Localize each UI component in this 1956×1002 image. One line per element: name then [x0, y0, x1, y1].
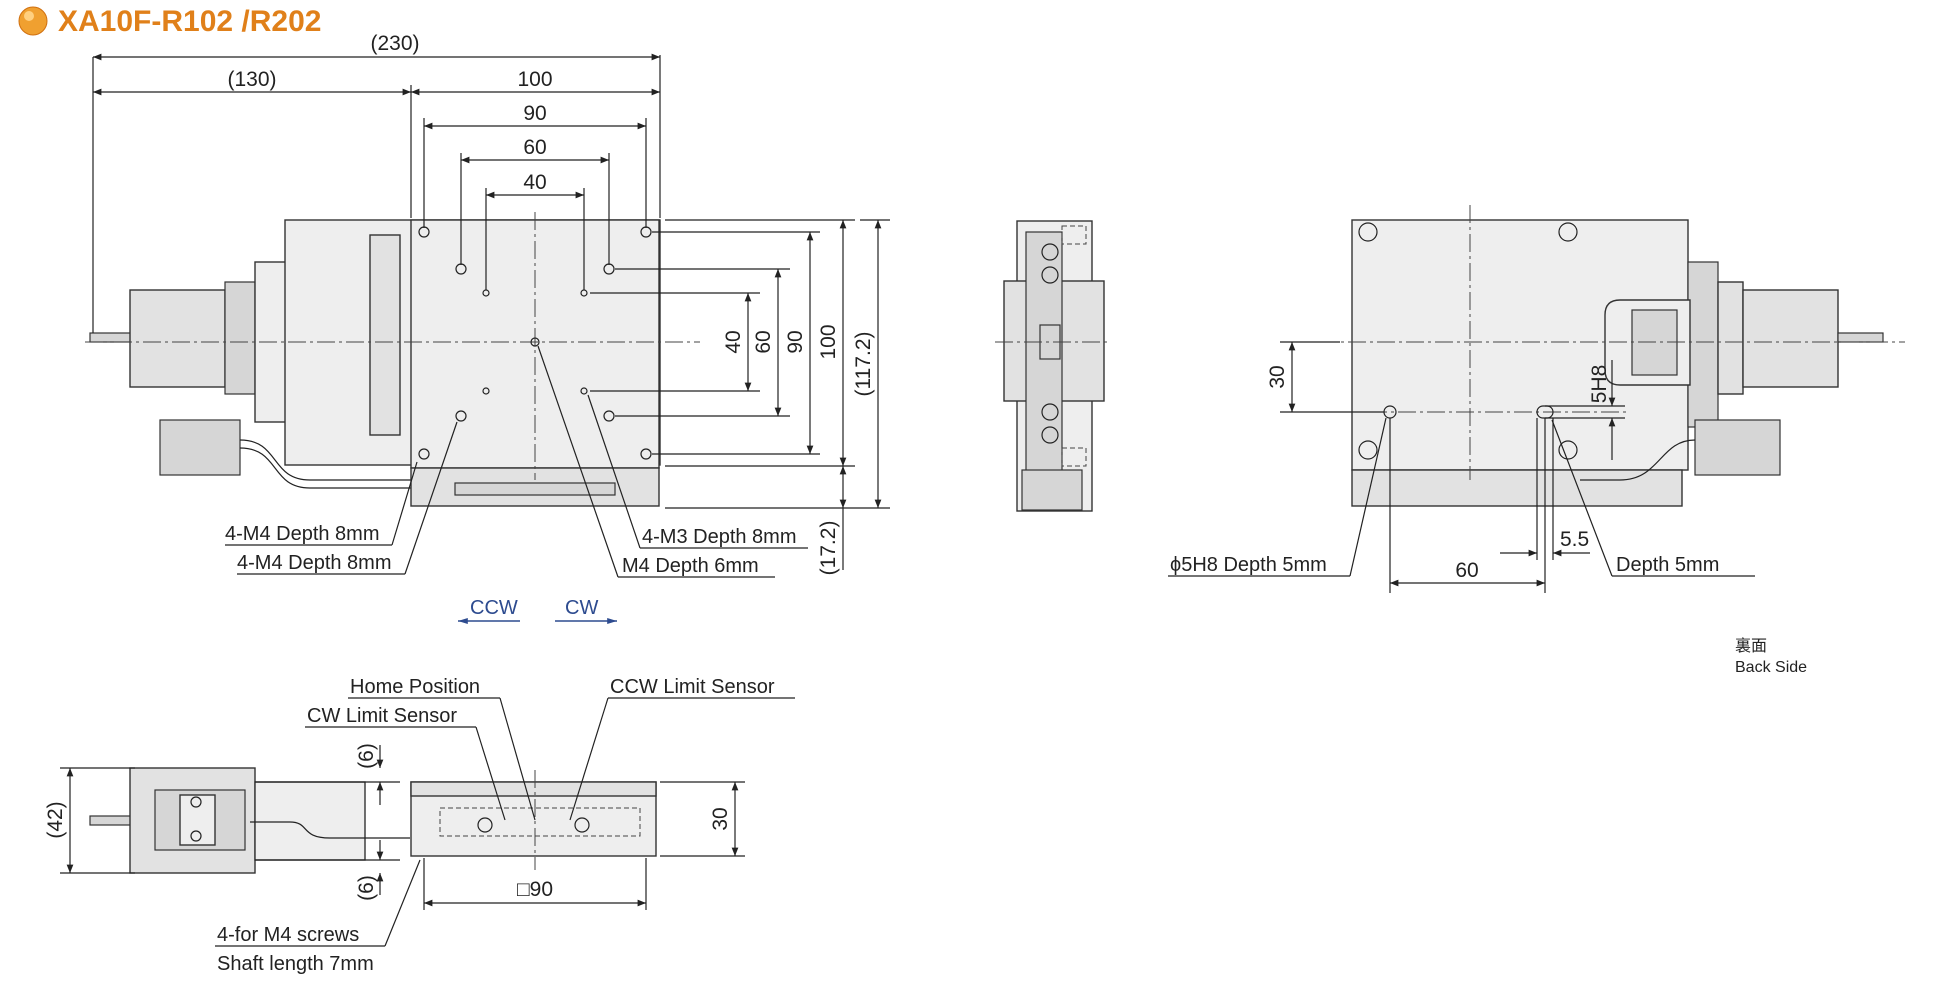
- top-horizontal-dimensions: (230) (130) 100 90 60 40: [92, 32, 661, 333]
- top-callouts: 4-M4 Depth 8mm 4-M4 Depth 8mm 4-M3 Depth…: [225, 345, 808, 578]
- side-view: [995, 220, 1110, 512]
- back-motor-flange: [1717, 281, 1744, 395]
- callout-screws: 4-for M4 screws: [217, 924, 359, 946]
- cable-edge: [239, 447, 420, 489]
- callout-depth5: Depth 5mm: [1616, 554, 1719, 576]
- center-hole: [530, 337, 540, 347]
- front-motor-shaft: [89, 815, 136, 826]
- back-callouts: ϕ5H8 Depth 5mm Depth 5mm: [1168, 417, 1755, 577]
- side-screw-icon: [1041, 243, 1059, 261]
- back-dim-30: 30: [1266, 365, 1289, 388]
- back-dim-5-5: 5.5: [1560, 528, 1589, 551]
- title-block: XA10F-R102 /R202: [18, 5, 321, 38]
- callout-cw-limit: CW Limit Sensor: [307, 705, 457, 727]
- front-dim-sq90: □90: [517, 878, 553, 901]
- dim-table-width: 100: [517, 68, 552, 91]
- back-cable-connector: [1694, 419, 1781, 476]
- motor-body: [129, 289, 226, 388]
- front-dim-6-top: (6): [355, 743, 378, 769]
- side-hidden-block: [1061, 225, 1087, 245]
- front-dimensions: (42) (6) (6) 30 □90: [44, 743, 745, 910]
- dim-hole-60: 60: [523, 136, 546, 159]
- front-table-top: [410, 781, 657, 797]
- front-screw-icon: [190, 830, 202, 842]
- page-title: XA10F-R102 /R202: [58, 5, 321, 38]
- dim-overall-length: (230): [370, 32, 419, 55]
- back-motor-bracket: [1687, 261, 1719, 428]
- side-screw-icon: [1041, 266, 1059, 284]
- dim-v60: 60: [752, 330, 775, 353]
- back-caption-jp: 裏面: [1735, 636, 1767, 655]
- callout-home-position: Home Position: [350, 676, 480, 698]
- back-motor-body: [1742, 289, 1839, 388]
- back-view: 30 5H8 5.5 60 ϕ5H8 Depth 5mm Depth 5mm 裏…: [1168, 205, 1905, 676]
- back-caption-en: Back Side: [1735, 659, 1807, 676]
- motor-shaft: [89, 332, 136, 343]
- front-coupling: [254, 781, 366, 861]
- callout-m4-depth-a: 4-M4 Depth 8mm: [225, 523, 380, 545]
- sensor-strip: [454, 482, 616, 496]
- back-dimensions: 30 5H8 5.5 60: [1266, 341, 1625, 593]
- back-cable: [1580, 439, 1696, 481]
- direction-ccw: CCW: [470, 597, 518, 619]
- callout-shaft-length: Shaft length 7mm: [217, 953, 374, 975]
- side-hidden-block: [1061, 447, 1087, 467]
- front-view: (42) (6) (6) 30 □90 Home Position CW: [44, 676, 795, 975]
- base-rail: [369, 234, 401, 436]
- callout-m4-depth6: M4 Depth 6mm: [622, 555, 759, 577]
- top-view: (230) (130) 100 90 60 40 40: [85, 32, 890, 624]
- orange-circle-bullet-icon: [18, 6, 48, 36]
- dim-v17: (17.2): [817, 521, 840, 576]
- callout-ccw-limit: CCW Limit Sensor: [610, 676, 775, 698]
- dim-motor-length: (130): [227, 68, 276, 91]
- back-dim-5h8: 5H8: [1588, 365, 1611, 404]
- side-connector: [1021, 469, 1083, 511]
- front-dim-6-bottom: (6): [355, 875, 378, 901]
- callout-m3-depth: 4-M3 Depth 8mm: [642, 526, 797, 548]
- rotation-directions: CCW CW: [458, 597, 617, 624]
- back-corner-circles: [1358, 222, 1578, 460]
- front-dim-30: 30: [709, 807, 732, 830]
- direction-cw: CW: [565, 597, 598, 619]
- front-motor-plate: [179, 794, 216, 846]
- top-vertical-dimensions: 40 60 90 100 (117.2) (17.2): [590, 219, 890, 576]
- front-callouts: Home Position CW Limit Sensor CCW Limit …: [215, 676, 795, 975]
- front-dim-42: (42): [44, 801, 67, 838]
- dim-hole-90: 90: [523, 102, 546, 125]
- side-screw-icon: [1041, 426, 1059, 444]
- back-dim-60: 60: [1455, 559, 1478, 582]
- side-screw-icon: [1041, 403, 1059, 421]
- dim-hole-40: 40: [523, 171, 546, 194]
- side-inner: [1025, 231, 1063, 499]
- callout-phi5h8: ϕ5H8 Depth 5mm: [1170, 554, 1327, 576]
- bullet-highlight: [24, 11, 34, 21]
- dim-v90: 90: [784, 330, 807, 353]
- back-bottom: [1351, 469, 1683, 507]
- front-screw-icon: [190, 796, 202, 808]
- cable-connector: [159, 419, 241, 476]
- motor-flange: [224, 281, 256, 395]
- callout-m4-depth-b: 4-M4 Depth 8mm: [237, 552, 392, 574]
- back-motor-shaft: [1837, 332, 1884, 343]
- front-cable: [250, 821, 410, 839]
- dim-v117: (117.2): [852, 332, 875, 397]
- front-hidden-sensor: [439, 807, 641, 837]
- cable: [239, 439, 420, 481]
- dim-v100: 100: [817, 324, 840, 359]
- front-screw-icon: [477, 817, 493, 833]
- front-screw-icon: [574, 817, 590, 833]
- dim-v40: 40: [722, 330, 745, 353]
